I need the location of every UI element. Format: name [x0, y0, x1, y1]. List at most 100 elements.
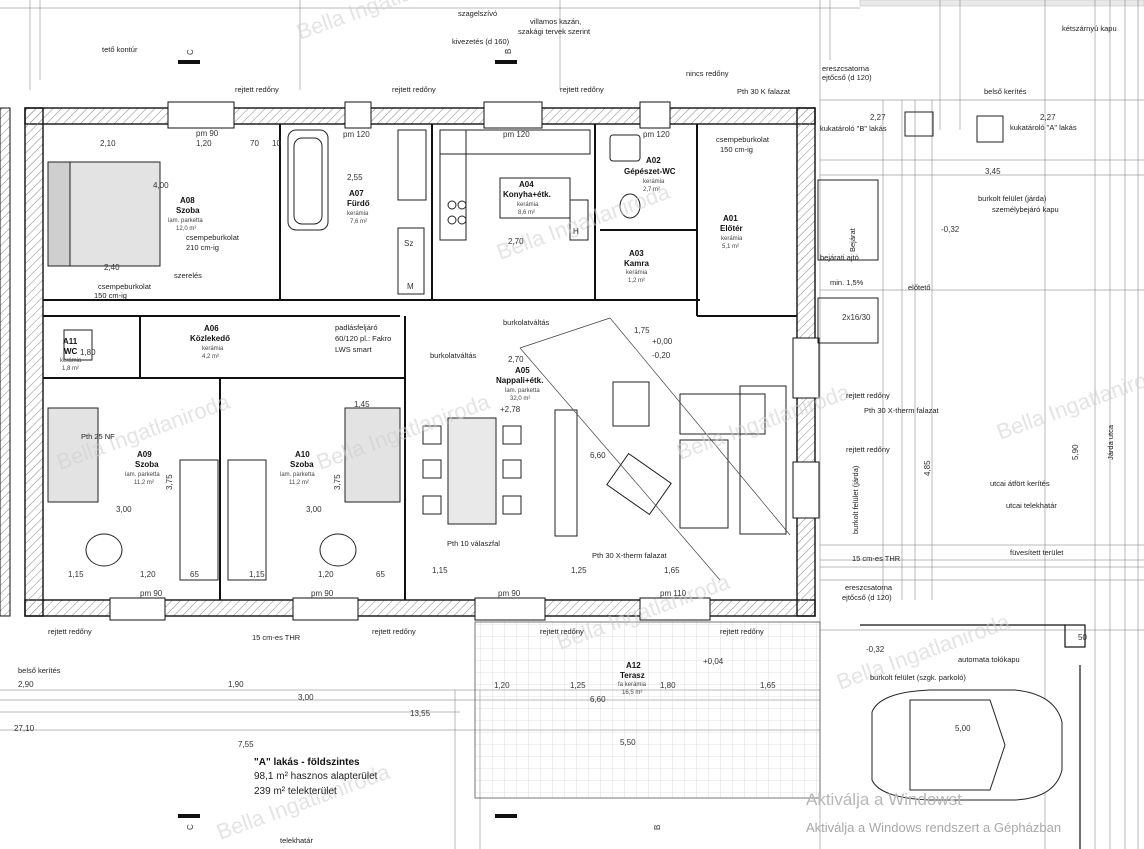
room-floor: lam. parketta — [125, 472, 160, 478]
dimension: M — [407, 282, 414, 291]
activation-title: Aktiválja a Windowst — [806, 790, 962, 809]
dimension: 1,20 — [318, 570, 334, 579]
windows-activation-notice: Aktiválja a Windowst Aktiválja a Windows… — [806, 790, 1061, 835]
dimension: 5,00 — [955, 724, 971, 733]
room-floor: kerámia — [517, 202, 539, 208]
dimension: 3,75 — [165, 474, 174, 490]
dimension: 1,20 — [196, 139, 212, 148]
note-burkolt-parkolo: burkolt felület (szgk. parkoló) — [870, 673, 966, 682]
room-floor: lam. parketta — [505, 388, 540, 394]
room-id: A01 — [723, 214, 738, 223]
dimension: +0,00 — [652, 337, 673, 346]
note-utcai-atfort: utcai átfört kerítés — [990, 479, 1050, 488]
note-burkolatvaltas: burkolatváltás — [503, 318, 550, 327]
dimension: B — [653, 825, 662, 830]
room-floor: kerámia — [721, 236, 743, 242]
room-id: A08 — [180, 196, 195, 205]
note-csempeburkolat: 210 cm-ig — [186, 243, 219, 252]
dimension: 1,45 — [354, 400, 370, 409]
room-name: Szoba — [135, 460, 159, 469]
interior-walls — [43, 124, 797, 600]
note-burkolt-jarda: burkolt felület (járda) — [978, 194, 1047, 203]
dimension: 2,40 — [104, 263, 120, 272]
dimension: 3,45 — [985, 167, 1001, 176]
watermark: Bella Ingatlaniroda — [293, 0, 474, 45]
dimension: 1,80 — [660, 681, 676, 690]
dimension: +2,78 — [500, 405, 521, 414]
room-area: 11,2 m² — [289, 480, 309, 486]
note-burkolatvaltas: burkolatváltás — [430, 351, 477, 360]
dimension: pm 90 — [498, 589, 521, 598]
room-id: A05 — [515, 366, 530, 375]
dimension: 65 — [376, 570, 385, 579]
dimension: 1,25 — [571, 566, 587, 575]
note-rejtett-redony: rejtett redőny — [392, 85, 436, 94]
dimension: 27,10 — [14, 724, 35, 733]
dimension: B — [504, 49, 513, 54]
dimension: 4,00 — [153, 181, 169, 190]
note-ereszcsatorna: ereszcsatorna — [845, 583, 893, 592]
room-area: 1,2 m² — [628, 278, 645, 284]
dimension: 2,70 — [508, 237, 524, 246]
furniture — [47, 111, 1063, 801]
plan-plot: 239 m² telekterület — [254, 786, 337, 797]
terrace-grid — [474, 621, 821, 799]
room-area: 12,0 m² — [176, 226, 196, 232]
dimension: 1,65 — [664, 566, 680, 575]
room-area: 5,1 m² — [722, 244, 739, 250]
room-name: WC — [64, 347, 78, 356]
watermark: Bella Ingatlaniroda — [673, 379, 854, 465]
room-name: Előtér — [720, 224, 743, 233]
note-rejtett-redony: rejtett redőny — [372, 627, 416, 636]
dimension: -0,20 — [652, 351, 671, 360]
room-id: A11 — [63, 337, 78, 346]
dimension: 3,00 — [298, 693, 314, 702]
dimension: 3,75 — [333, 474, 342, 490]
dimension: 1,15 — [249, 570, 265, 579]
roof-ridge-lines — [519, 317, 791, 581]
room-name: Kamra — [624, 259, 649, 268]
dimension: 1,15 — [432, 566, 448, 575]
room-floor: kerámia — [347, 211, 369, 217]
dimension: 2,27 — [870, 113, 886, 122]
note-szereles: szerelés — [174, 271, 202, 280]
note-kukatarolo-b: kukatároló "B" lakás — [820, 124, 887, 133]
note-rejtett-redony: rejtett redőny — [560, 85, 604, 94]
room-labels: A08 Szoba lam. parketta 12,0 m² A07 Fürd… — [60, 156, 743, 696]
dimension: 1,15 — [68, 570, 84, 579]
dimension: 5,90 — [1071, 444, 1080, 460]
activation-subtitle: Aktiválja a Windows rendszert a Gépházba… — [806, 820, 1061, 835]
note-utcai-telekhatar: utcai telekhatár — [1006, 501, 1057, 510]
note-csempeburkolat: 150 cm-ig — [720, 145, 753, 154]
dimension: 50 — [1078, 633, 1087, 642]
note-rejtett-redony: rejtett redőny — [235, 85, 279, 94]
dimension: 2,55 — [347, 173, 363, 182]
dimension: 1,75 — [634, 326, 650, 335]
note-rejtett-redony: rejtett redőny — [846, 445, 890, 454]
fence — [860, 624, 1086, 849]
dimension: pm 90 — [196, 129, 219, 138]
dimension: 1,20 — [140, 570, 156, 579]
dimension-values: 2,10 1,20 70 10 pm 90 pm 120 pm 120 pm 1… — [14, 49, 1087, 830]
dimension: pm 120 — [343, 130, 370, 139]
dimension: pm 110 — [660, 589, 687, 598]
room-name: Gépészet-WC — [624, 167, 676, 176]
note-padlasfeljaro: LWS smart — [335, 345, 372, 354]
note-rejtett-redony: rejtett redőny — [48, 627, 92, 636]
note-ketszarnyu: kétszárnyú kapu — [1062, 24, 1117, 33]
room-area: 8,6 m² — [518, 210, 535, 216]
watermark: Bella Ingatlaniroda — [993, 359, 1144, 445]
note-pth25nf: Pth 25 NF — [81, 432, 115, 441]
room-area: 16,5 m² — [622, 690, 642, 696]
note-ereszcsatorna: ereszcsatorna — [822, 64, 870, 73]
room-id: A03 — [629, 249, 644, 258]
room-area: 7,6 m² — [350, 219, 367, 225]
note-padlasfeljaro: 60/120 pl.: Fakro — [335, 334, 391, 343]
room-floor: kerámia — [626, 270, 648, 276]
room-floor: kerámia — [202, 346, 224, 352]
room-floor: lam. parketta — [280, 472, 315, 478]
room-area: 2,7 m² — [643, 187, 660, 193]
room-id: A07 — [349, 189, 364, 198]
note-csempeburkolat: 150 cm-ig — [94, 291, 127, 300]
note-teto-kontur: tető kontúr — [102, 45, 138, 54]
